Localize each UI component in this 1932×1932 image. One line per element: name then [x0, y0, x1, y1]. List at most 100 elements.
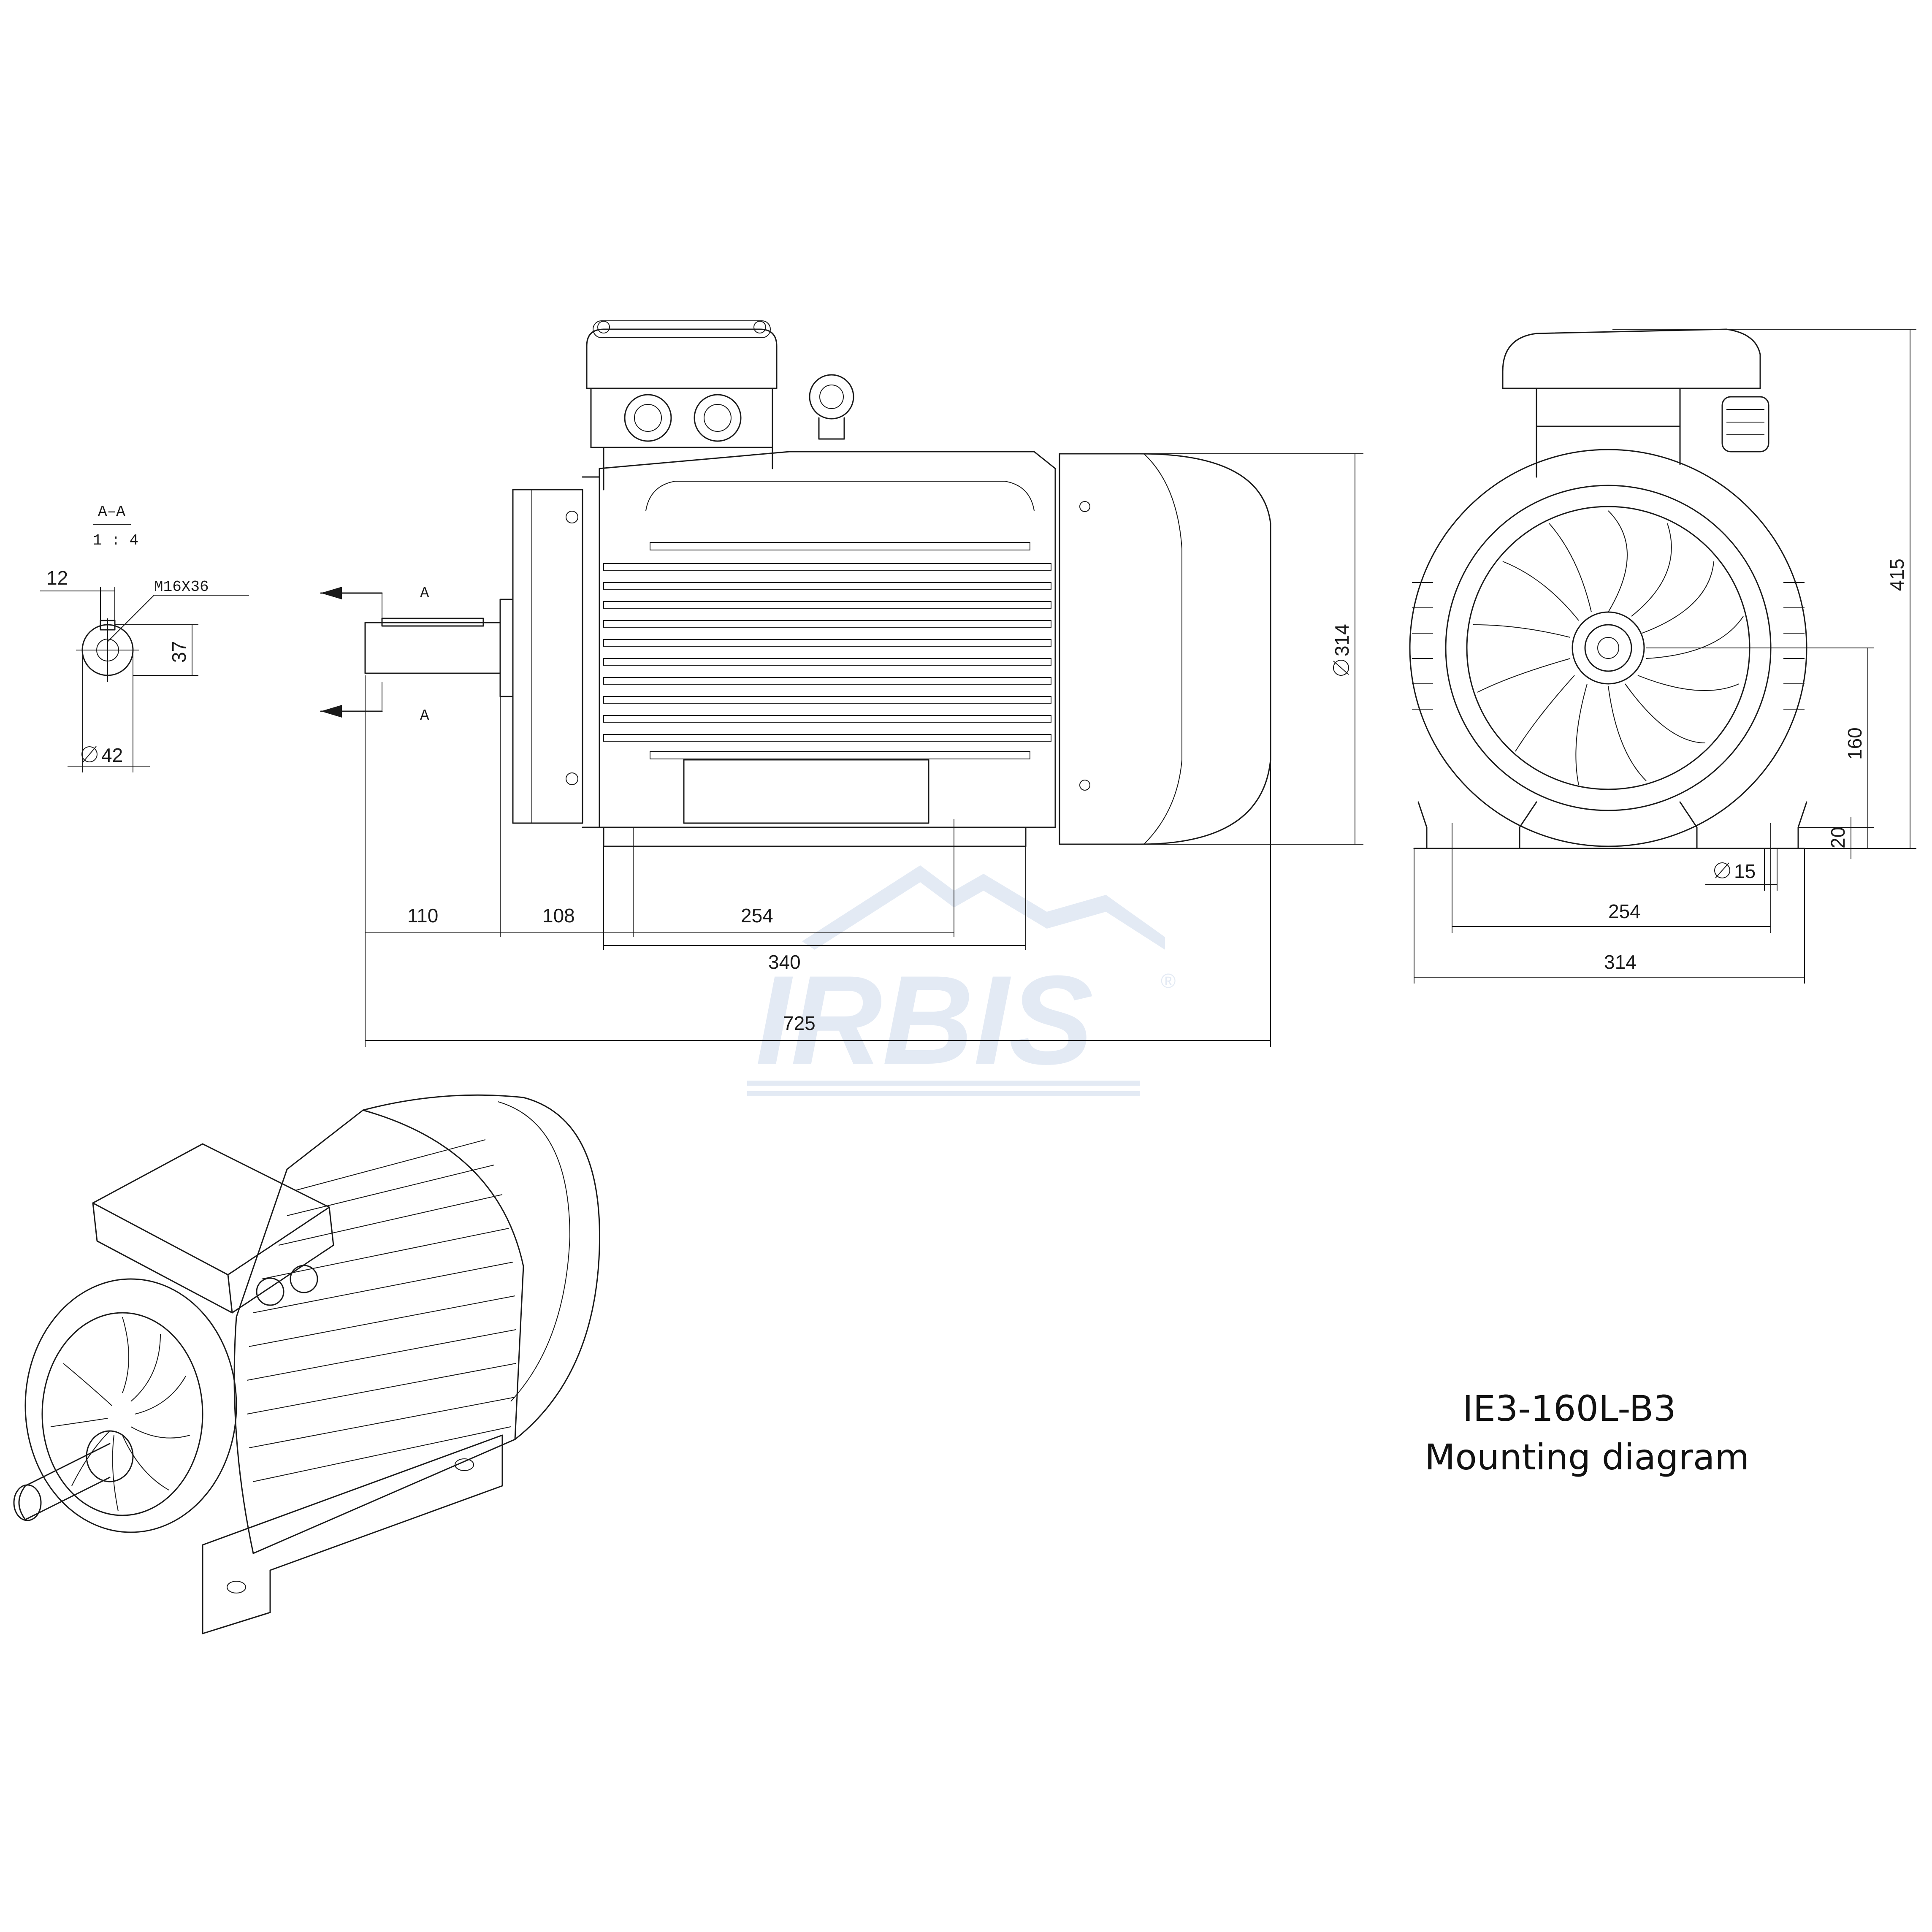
- dim-body-diameter: 314: [1331, 624, 1353, 656]
- iso-fin: [247, 1329, 516, 1381]
- iso-cable-gland: [256, 1277, 285, 1306]
- grille-slot: [1646, 616, 1744, 659]
- iso-fan-grille: [41, 1312, 203, 1516]
- iso-foot-hole: [227, 1581, 246, 1593]
- model-title: IE3-160L-B3: [1463, 1388, 1676, 1429]
- dim-shaft-height: 160: [1844, 727, 1866, 760]
- cable-gland-end: [1721, 396, 1769, 453]
- top-rib: [645, 481, 1035, 511]
- iso-shaft: [18, 1443, 111, 1520]
- section-label: A–A: [98, 503, 125, 520]
- dim-foot-hole-diameter: 15: [1734, 860, 1756, 882]
- diameter-slash: [1333, 661, 1349, 675]
- iso-slot: [71, 1431, 110, 1486]
- section-marker-top: A: [420, 585, 429, 602]
- lifting-eye-stem: [818, 417, 845, 440]
- fin: [603, 601, 1051, 609]
- diameter-slash: [1715, 862, 1729, 878]
- iso-fan-cover-edge: [498, 1101, 571, 1402]
- iso-fin: [278, 1194, 503, 1246]
- grille-slot: [1502, 561, 1579, 621]
- grille-slot: [1515, 675, 1575, 752]
- fin: [650, 751, 1030, 759]
- dim-shaft-length: 110: [407, 905, 438, 927]
- watermark-registered: ®: [1161, 970, 1176, 992]
- grille-slot: [1631, 523, 1672, 617]
- mounting-feet: [603, 826, 1027, 847]
- grille-slot: [1575, 683, 1588, 786]
- dim-foot-hole-spacing: 254: [741, 905, 773, 927]
- iso-fin: [287, 1165, 494, 1216]
- iso-fins: [247, 1139, 516, 1482]
- bearing-boss: [499, 599, 514, 697]
- lifting-eye: [809, 374, 854, 420]
- grille-slot: [1608, 510, 1628, 612]
- iso-slot: [122, 1317, 129, 1393]
- terminal-box-neck: [1536, 425, 1681, 478]
- fin: [603, 639, 1051, 647]
- dim-body-diameter-group: 314: [1331, 624, 1353, 676]
- dim-shaft-to-foot-hole: 108: [542, 905, 575, 927]
- end-shield-rim: [582, 476, 600, 828]
- fin: [603, 563, 1051, 571]
- iso-fin: [253, 1262, 513, 1313]
- grille-slot: [1477, 658, 1571, 693]
- cable-gland-inner: [704, 404, 732, 432]
- cable-gland-inner: [634, 404, 662, 432]
- iso-slot: [130, 1333, 161, 1402]
- watermark-underline-2: [747, 1091, 1140, 1096]
- fan-grille: [1473, 510, 1744, 786]
- dim-key-height: 37: [168, 641, 190, 663]
- dim-foot-length: 340: [768, 951, 801, 973]
- fin: [603, 677, 1051, 685]
- iso-slot: [63, 1363, 112, 1406]
- cooling-fins: [603, 542, 1051, 759]
- cable-gland: [1721, 396, 1769, 453]
- end-view: 415 160 20 15 254 314: [1409, 328, 1916, 984]
- fin: [603, 620, 1051, 628]
- diameter-slash: [82, 746, 97, 763]
- fin: [650, 542, 1030, 550]
- iso-slot: [122, 1435, 169, 1490]
- fan-cover-edge: [1143, 453, 1182, 845]
- fin: [603, 582, 1051, 590]
- shaft-center: [1597, 637, 1619, 659]
- dim-foot-thickness: 20: [1827, 827, 1849, 848]
- iso-terminal-front: [231, 1206, 334, 1314]
- terminal-box-base: [590, 447, 773, 490]
- bolt-head: [566, 772, 578, 785]
- lid-screw: [597, 321, 610, 333]
- shaft-key: [381, 618, 484, 627]
- fan-cover-screw: [1079, 501, 1090, 512]
- lifting-eye-hole: [819, 385, 844, 409]
- fan-cover: [1059, 453, 1271, 845]
- iso-fin: [295, 1139, 486, 1191]
- side-view-dimensions: 110 108 254 340 725 314: [365, 453, 1363, 1047]
- irbis-watermark: IRBIS ®: [747, 865, 1176, 1096]
- fin: [603, 696, 1051, 704]
- iso-fan-cover: [362, 1094, 600, 1440]
- cable-gland: [694, 394, 742, 442]
- nameplate-pad: [683, 759, 929, 824]
- iso-body: [233, 1109, 524, 1554]
- section-view-a-a: A–A 1 : 4 12 M16X36 37 42: [40, 503, 249, 772]
- side-view: A A: [320, 320, 1363, 1047]
- iso-cable-gland: [290, 1265, 318, 1293]
- lid-screw: [753, 321, 766, 333]
- cable-glands: [624, 394, 742, 442]
- fin: [603, 658, 1051, 666]
- grille-slot: [1608, 686, 1647, 781]
- dim-foot-width: 314: [1604, 951, 1637, 973]
- watermark-mountain: [802, 865, 1165, 950]
- iso-slot: [50, 1418, 108, 1427]
- foot-right: [1679, 801, 1807, 849]
- fan-cover-screw: [1079, 780, 1090, 791]
- iso-feet: [202, 1434, 503, 1634]
- diameter-symbol: [1714, 862, 1730, 878]
- terminal-box-body: [590, 387, 773, 448]
- iso-foot-hole: [455, 1458, 474, 1471]
- section-marker-bottom: A: [420, 707, 429, 724]
- iso-fin: [249, 1295, 515, 1347]
- section-scale: 1 : 4: [93, 532, 138, 549]
- dim-overall-length: 725: [783, 1012, 816, 1034]
